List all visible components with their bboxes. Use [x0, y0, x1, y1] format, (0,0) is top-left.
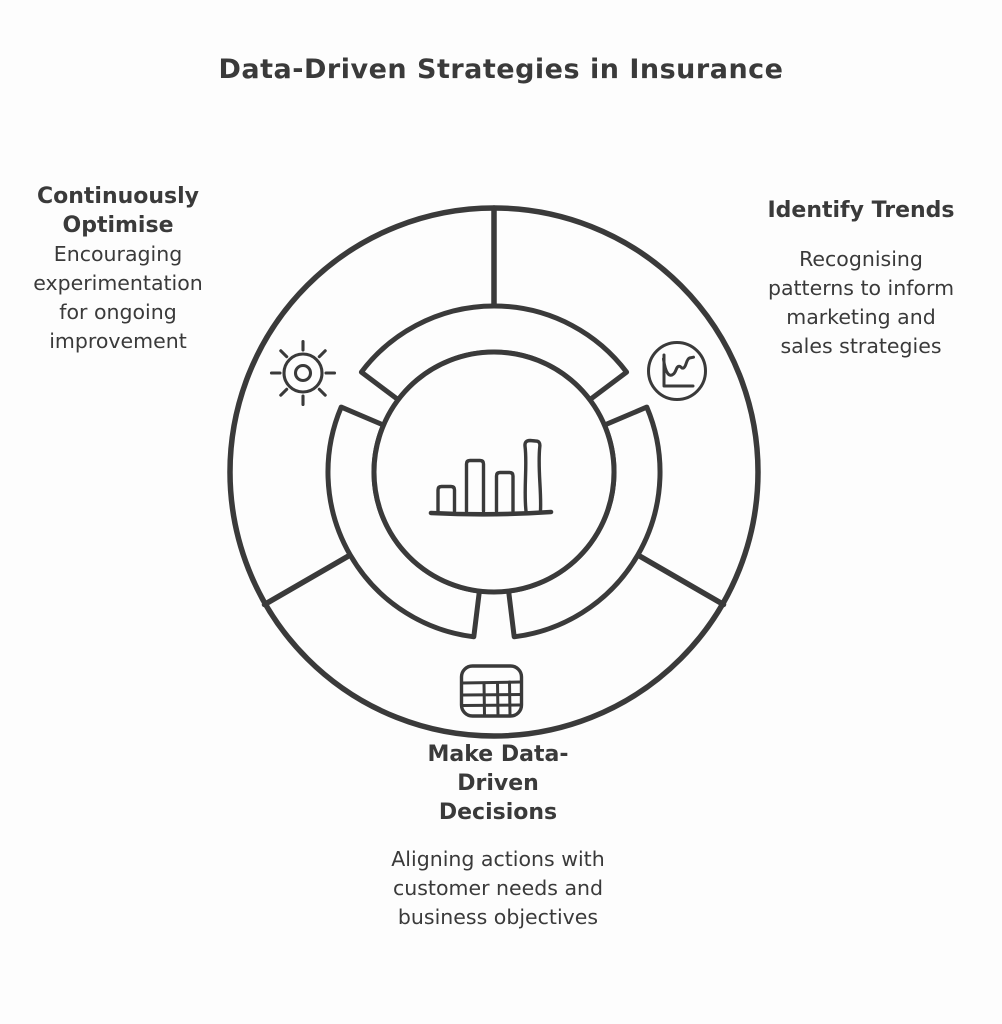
trend-line-icon — [647, 341, 707, 401]
node-label-identify-trends: Identify Trends Recognising patterns to … — [750, 196, 972, 361]
divider-line-lower-right — [635, 552, 727, 608]
node-description: Recognising patterns to inform marketing… — [767, 247, 955, 358]
data-table-icon — [459, 664, 524, 718]
node-description: Encouraging experimentation for ongoing … — [33, 242, 203, 353]
sun-icon — [269, 339, 337, 407]
node-heading: Make Data-Driven Decisions — [427, 742, 569, 825]
node-label-make-data-driven-decisions: Make Data-Driven Decisions Aligning acti… — [366, 740, 630, 932]
inner-circle — [371, 349, 617, 595]
node-description: Aligning actions with customer needs and… — [391, 847, 605, 929]
node-heading: Continuously Optimise — [36, 184, 200, 238]
node-label-continuously-optimise: Continuously Optimise Encouraging experi… — [10, 182, 226, 356]
page-title: Data-Driven Strategies in Insurance — [218, 54, 784, 85]
node-heading: Identify Trends — [767, 198, 955, 223]
bar-chart-icon — [428, 438, 554, 517]
divider-line-lower-left — [261, 552, 353, 608]
